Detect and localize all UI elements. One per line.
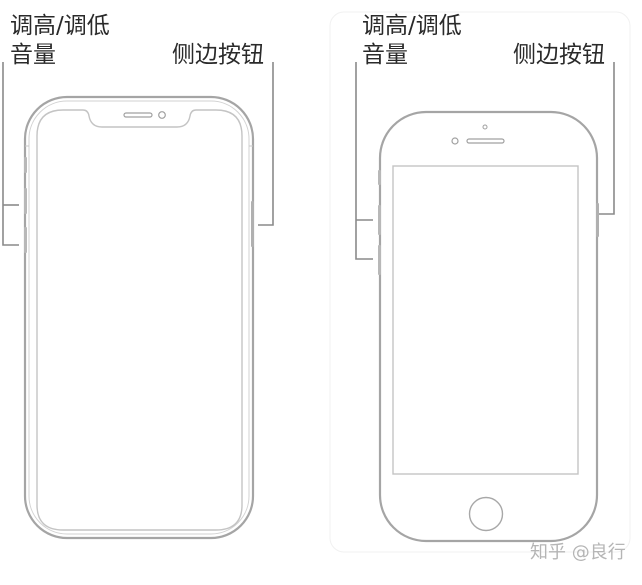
side-button-label-right: 侧边按钮 [513,42,605,68]
proximity-sensor-icon [482,124,488,130]
side-button-callout-right [599,62,615,215]
phone-right-home-button [378,110,599,543]
volume-down-button [378,245,381,275]
volume-label-left-line1: 调高/调低 [10,13,110,39]
phone-left-face-id [23,95,255,540]
watermark: 知乎 @良行 [530,542,626,563]
mute-switch [24,157,27,173]
mute-switch [378,170,381,185]
phone-left-body [23,95,255,540]
phone-left-screen [36,109,243,531]
home-button-icon[interactable] [468,496,504,532]
phone-right-screen [392,165,579,475]
volume-callout-right [355,62,373,260]
side-button-callout-left [258,62,274,226]
volume-label-right-line2: 音量 [362,42,408,68]
side-button [596,203,599,237]
volume-callout-left [2,62,19,246]
front-camera-icon [158,111,166,119]
front-camera-icon [451,137,459,145]
speaker-grille-icon [123,112,153,118]
phone-right-body [378,110,599,543]
volume-up-button [378,205,381,235]
side-button [251,201,254,247]
speaker-grille-icon [466,138,505,144]
side-button-label-left: 侧边按钮 [172,42,264,68]
volume-down-button [24,227,27,253]
volume-label-right-line1: 调高/调低 [362,13,462,39]
volume-up-button [24,188,27,214]
volume-label-left-line2: 音量 [10,42,56,68]
